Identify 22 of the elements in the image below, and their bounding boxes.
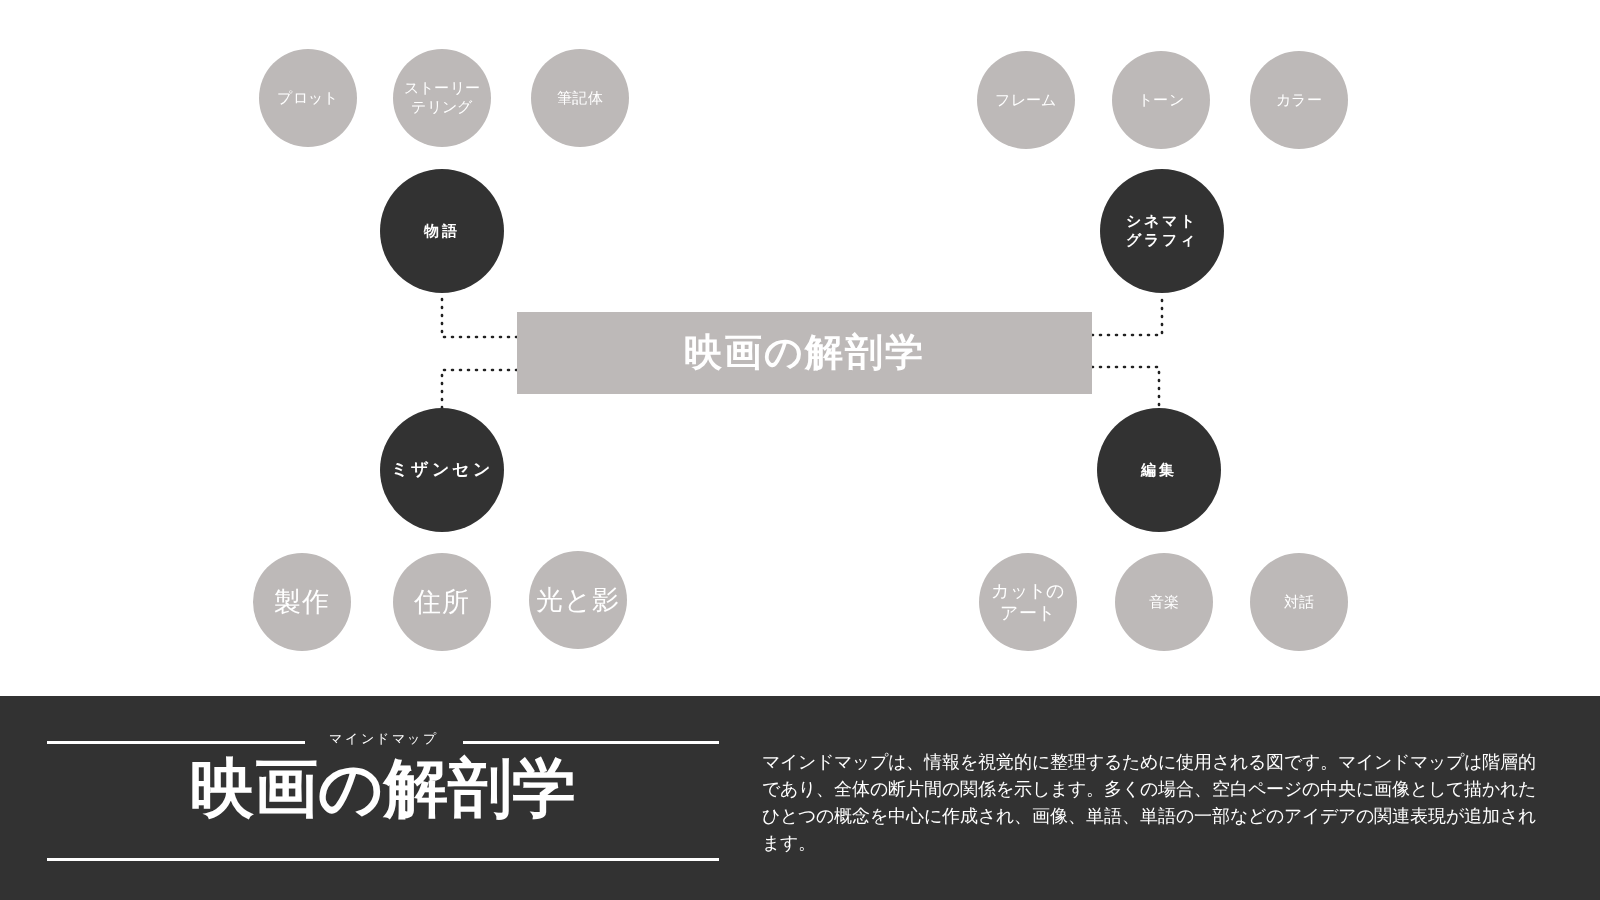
description-paragraph: マインドマップは、情報を視覚的に整理するために使用される図です。マインドマップは階層的であり、全体の断片間の関係を示します。多くの場合、空白ページの中央に画像として描かれたひとつの概念を中心に作成され、画像、単語、単語の一部などのアイデアの関連表現が追加されます。 <box>762 750 1537 855</box>
node-label: プロット <box>277 88 339 108</box>
dotted-connector <box>440 368 519 410</box>
node-label: カットのアート <box>990 579 1066 625</box>
central-topic-box <box>517 312 1092 394</box>
node-label: 物語 <box>424 221 460 241</box>
node-label: シネマトグラフィ <box>1125 212 1199 250</box>
node-label: トーン <box>1137 90 1185 110</box>
node-label: 製作 <box>274 585 330 619</box>
title: 映画の解剖学 <box>189 756 577 820</box>
node-label: 対話 <box>1283 592 1315 612</box>
node-label: 音楽 <box>1148 592 1180 612</box>
node-label: ミザンセン <box>391 459 493 481</box>
node-label: 筆記体 <box>556 88 604 108</box>
node-label: フレーム <box>995 90 1057 110</box>
node-label: 住所 <box>414 585 470 619</box>
node-label: ストーリーテリング <box>402 79 482 117</box>
node-label: カラー <box>1275 90 1323 110</box>
node-label: 編集 <box>1141 460 1177 480</box>
node-label: 光と影 <box>536 583 620 617</box>
subtitle: マインドマップ <box>328 732 440 745</box>
node-label: 映画の解剖学 <box>684 329 925 377</box>
